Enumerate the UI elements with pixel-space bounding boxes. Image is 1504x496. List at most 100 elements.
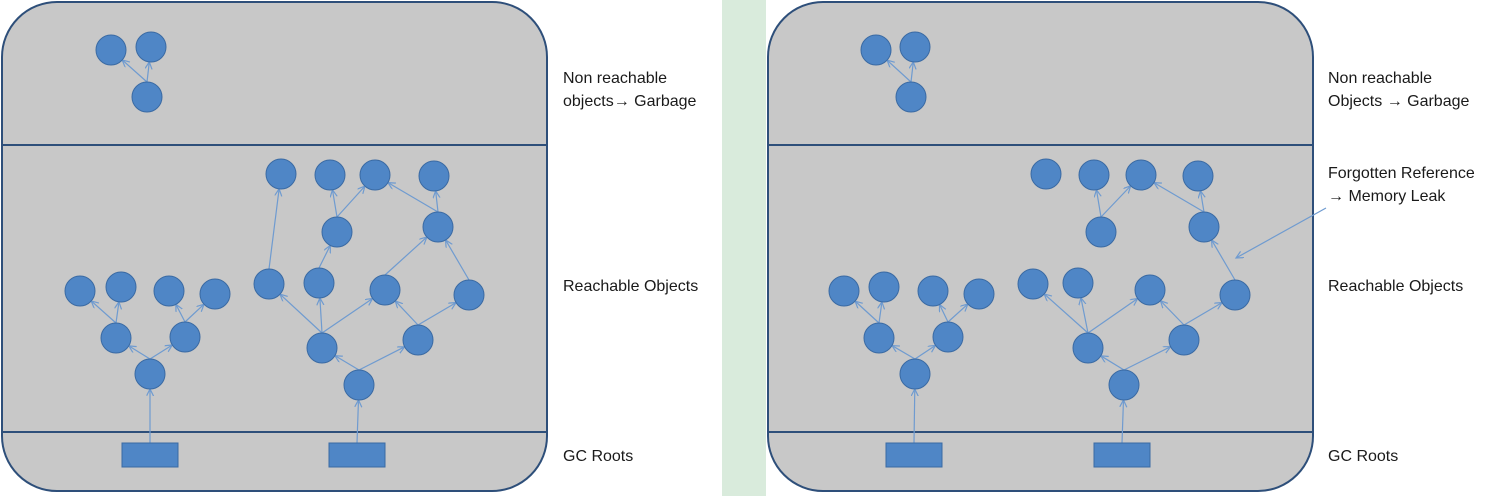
object-node — [422, 211, 454, 243]
object-node — [917, 275, 949, 307]
gc-diagram-right — [767, 1, 1327, 492]
reference-arrow — [149, 345, 172, 360]
reference-arrow — [947, 304, 968, 323]
object-node — [369, 274, 401, 306]
reference-arrow — [176, 304, 186, 323]
reference-arrow — [122, 60, 148, 83]
gc-diagram-left — [1, 1, 548, 492]
object-node — [863, 322, 895, 354]
reference-arrow — [1183, 303, 1222, 326]
garbage-object-node — [135, 31, 167, 63]
reference-arrow — [1100, 186, 1131, 218]
reference-arrow — [335, 356, 360, 371]
reference-arrow — [892, 346, 916, 360]
reference-arrow — [1122, 400, 1123, 444]
gc-root-node — [121, 442, 179, 468]
reference-arrow — [1101, 356, 1125, 371]
reference-arrow — [320, 298, 322, 334]
reference-arrow — [914, 389, 915, 444]
object-node — [1072, 332, 1104, 364]
reference-arrow — [879, 302, 882, 324]
reference-arrow — [395, 301, 419, 326]
reference-arrow — [887, 60, 912, 83]
reference-arrow — [116, 302, 119, 324]
garbage-object-node — [95, 34, 127, 66]
object-node — [100, 322, 132, 354]
object-node — [1134, 274, 1166, 306]
label-garbage: Non reachable objects→ Garbage — [563, 70, 697, 110]
label-reachable: Reachable Objects — [1328, 278, 1464, 295]
label-reachable: Reachable Objects — [563, 278, 699, 295]
reference-arrow — [384, 237, 427, 276]
reference-arrow — [280, 294, 323, 334]
object-node — [453, 279, 485, 311]
reference-arrow — [1096, 190, 1101, 218]
object-node — [169, 321, 201, 353]
object-node — [359, 159, 391, 191]
object-node — [1125, 159, 1157, 191]
reference-arrow — [855, 301, 880, 324]
object-node — [1188, 211, 1220, 243]
heap-container — [767, 1, 1314, 492]
object-node — [253, 268, 285, 300]
gc-root-node — [328, 442, 386, 468]
object-node — [1219, 279, 1251, 311]
object-node — [343, 369, 375, 401]
object-node — [1030, 158, 1062, 190]
reference-arrow — [1160, 301, 1185, 326]
reference-arrow — [268, 189, 279, 270]
object-node — [932, 321, 964, 353]
garbage-object-node — [860, 34, 892, 66]
object-node — [963, 278, 995, 310]
object-node — [1108, 369, 1140, 401]
reference-arrow — [1087, 299, 1138, 334]
reference-arrow — [914, 345, 936, 360]
reference-arrow — [358, 347, 405, 371]
reference-arrow — [1200, 191, 1204, 213]
reference-arrow — [91, 301, 117, 324]
label-gc-roots: GC Roots — [563, 448, 634, 465]
diagram-right: Non reachable Objects → Garbage Forgotte… — [766, 0, 1504, 496]
object-node — [303, 267, 335, 299]
object-node — [868, 271, 900, 303]
object-node — [321, 216, 353, 248]
reference-arrow — [1212, 240, 1236, 281]
object-node — [199, 278, 231, 310]
reference-arrow — [1081, 298, 1089, 334]
reference-arrow — [184, 304, 204, 323]
reference-arrow — [332, 190, 337, 218]
object-node — [134, 358, 166, 390]
object-node — [1182, 160, 1214, 192]
object-node — [418, 160, 450, 192]
object-node — [1078, 159, 1110, 191]
reference-arrow — [940, 305, 949, 323]
garbage-object-node — [131, 81, 163, 113]
object-node — [1062, 267, 1094, 299]
object-node — [402, 324, 434, 356]
garbage-object-node — [899, 31, 931, 63]
object-node — [1017, 268, 1049, 300]
object-node — [314, 159, 346, 191]
reference-arrow — [129, 346, 151, 360]
reference-arrow — [417, 303, 456, 326]
label-gc-roots: GC Roots — [1328, 448, 1399, 465]
reference-arrow — [147, 62, 149, 83]
gc-root-node — [1093, 442, 1151, 468]
reference-arrow — [1123, 347, 1171, 371]
object-node — [306, 332, 338, 364]
object-node — [1085, 216, 1117, 248]
object-node — [105, 271, 137, 303]
label-garbage: Non reachable Objects → Garbage — [1328, 70, 1470, 110]
reference-arrow — [388, 183, 439, 213]
reference-arrow — [318, 245, 330, 269]
leak-pointer-line — [1236, 207, 1327, 258]
reference-arrow — [336, 186, 365, 218]
diagram-left: Non reachable objects→ Garbage Reachable… — [0, 0, 722, 496]
garbage-object-node — [895, 81, 927, 113]
reference-arrow — [1044, 294, 1089, 334]
object-node — [265, 158, 297, 190]
object-node — [1168, 324, 1200, 356]
reference-arrow — [446, 240, 470, 281]
object-node — [899, 358, 931, 390]
heap-container — [1, 1, 548, 492]
